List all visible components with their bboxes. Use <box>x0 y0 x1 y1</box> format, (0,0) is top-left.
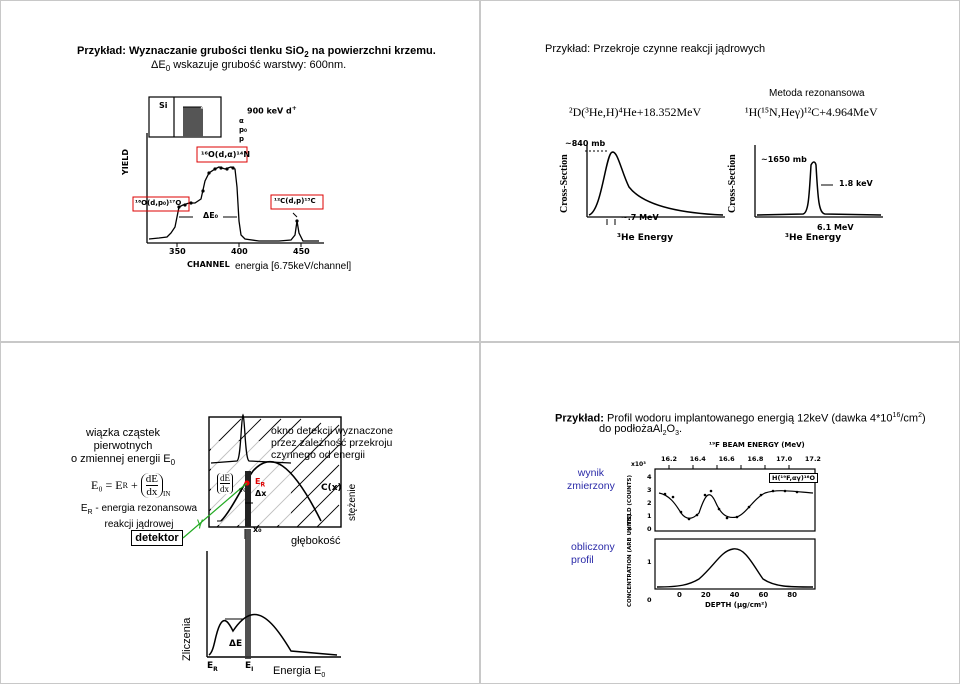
x0-label: x₀ <box>253 525 262 534</box>
g2-xlabel: ³He Energy <box>785 233 842 243</box>
g2-width-label: 1.8 keV <box>839 179 873 188</box>
g1-xlabel: ³He Energy <box>617 233 674 243</box>
g1-width-label: ~.7 MeV <box>621 213 659 222</box>
depth-label: głębokość <box>291 535 341 547</box>
de-dx-in-label: IN <box>239 488 246 494</box>
slide-1-subtitle: ΔE0 wskazuje grubość warstwy: 600nm. <box>151 59 347 74</box>
window-description: okno detekcji wyznaczone przez zależność… <box>271 425 393 461</box>
detector-box: detektor <box>131 530 183 546</box>
er-red-label: ER <box>255 477 266 489</box>
axis-er-label: ER <box>207 661 218 673</box>
concentration-axis-label: CONCENTRATION (ARB UNITS) <box>627 514 633 607</box>
label-reaction-o-p: ¹⁶O(d,p₀)¹⁷O <box>135 199 182 207</box>
g2-ylabel: Cross-Section <box>727 154 738 213</box>
yield-multiplier: x10³ <box>631 461 646 468</box>
slide-4-title-line2: do podłożaAl2O3. <box>599 423 683 438</box>
slide-4: Przykład: Profil wodoru implantowanego e… <box>480 342 960 684</box>
label-delta-e0: ΔE₀ <box>203 211 219 220</box>
tick-450: 450 <box>293 247 310 256</box>
er-definition: ER - energia rezonansowa reakcji jądrowe… <box>80 503 198 530</box>
label-reaction-o-alpha: ¹⁶O(d,α)¹⁴N <box>201 150 251 159</box>
label-reaction-c: ¹²C(d,p)¹³C <box>274 197 316 205</box>
concentration-label: stężenie <box>347 483 358 521</box>
g1-ylabel: Cross-Section <box>559 154 570 213</box>
delta-e-label: ΔE <box>229 639 243 649</box>
g2-peak-label: ~1650 mb <box>761 155 807 164</box>
g2-resonance-label: 6.1 MeV <box>817 223 854 232</box>
gamma-label: γ <box>197 515 203 529</box>
slide-2-title: Przykład: Przekroje czynne reakcji jądro… <box>545 43 766 55</box>
equation-1: ²D(³He,H)⁴He+18.352MeV <box>569 105 702 119</box>
equation-2: ¹H(¹⁵N,Heγ)¹²C+4.964MeV <box>745 105 878 119</box>
beam-energy-header: ¹⁹F BEAM ENERGY (MeV) <box>709 441 805 449</box>
counts-label: Zliczenia <box>181 617 193 661</box>
slide-3: wiązka cząstek pierwotnych o zmiennej en… <box>0 342 480 684</box>
axis-energy-label: Energia E0 <box>273 665 326 680</box>
slide-4-title: Przykład: Profil wodoru implantowanego e… <box>555 412 926 425</box>
cross-section-graph-1: Cross-Section ~840 mb ~.7 MeV ³He Energy <box>559 139 727 247</box>
method-label: Metoda rezonansowa <box>769 88 865 99</box>
delta-x-label: Δx <box>255 489 267 498</box>
cx-label: C(x) <box>321 483 342 493</box>
label-beam: 900 keV d+ <box>247 105 297 116</box>
tick-400: 400 <box>231 247 248 256</box>
label-yield: YIELD <box>121 149 130 175</box>
label-sio2: SiO2 <box>185 99 205 111</box>
slide-1: Przykład: Wyznaczanie grubości tlenku Si… <box>0 0 480 342</box>
beam-description: wiązka cząstek pierwotnych o zmiennej en… <box>70 427 176 468</box>
slide-1-title: Przykład: Wyznaczanie grubości tlenku Si… <box>77 45 436 60</box>
reaction-label: H(¹⁹F,αγ)¹⁶O <box>769 473 819 483</box>
tick-350: 350 <box>169 247 186 256</box>
axis-ei-label: EI <box>245 661 254 673</box>
slide-1-caption: energia [6.75keV/channel] <box>235 261 352 272</box>
slide-2: Przykład: Przekroje czynne reakcji jądro… <box>480 0 960 342</box>
label-channel: CHANNEL <box>187 260 230 269</box>
depth-axis-label: DEPTH (μg/cm²) <box>705 601 768 609</box>
g1-peak-label: ~840 mb <box>565 139 606 148</box>
label-si: Si <box>159 101 168 110</box>
cross-section-graph-2: Cross-Section ~1650 mb 1.8 keV 6.1 MeV ³… <box>727 141 885 247</box>
